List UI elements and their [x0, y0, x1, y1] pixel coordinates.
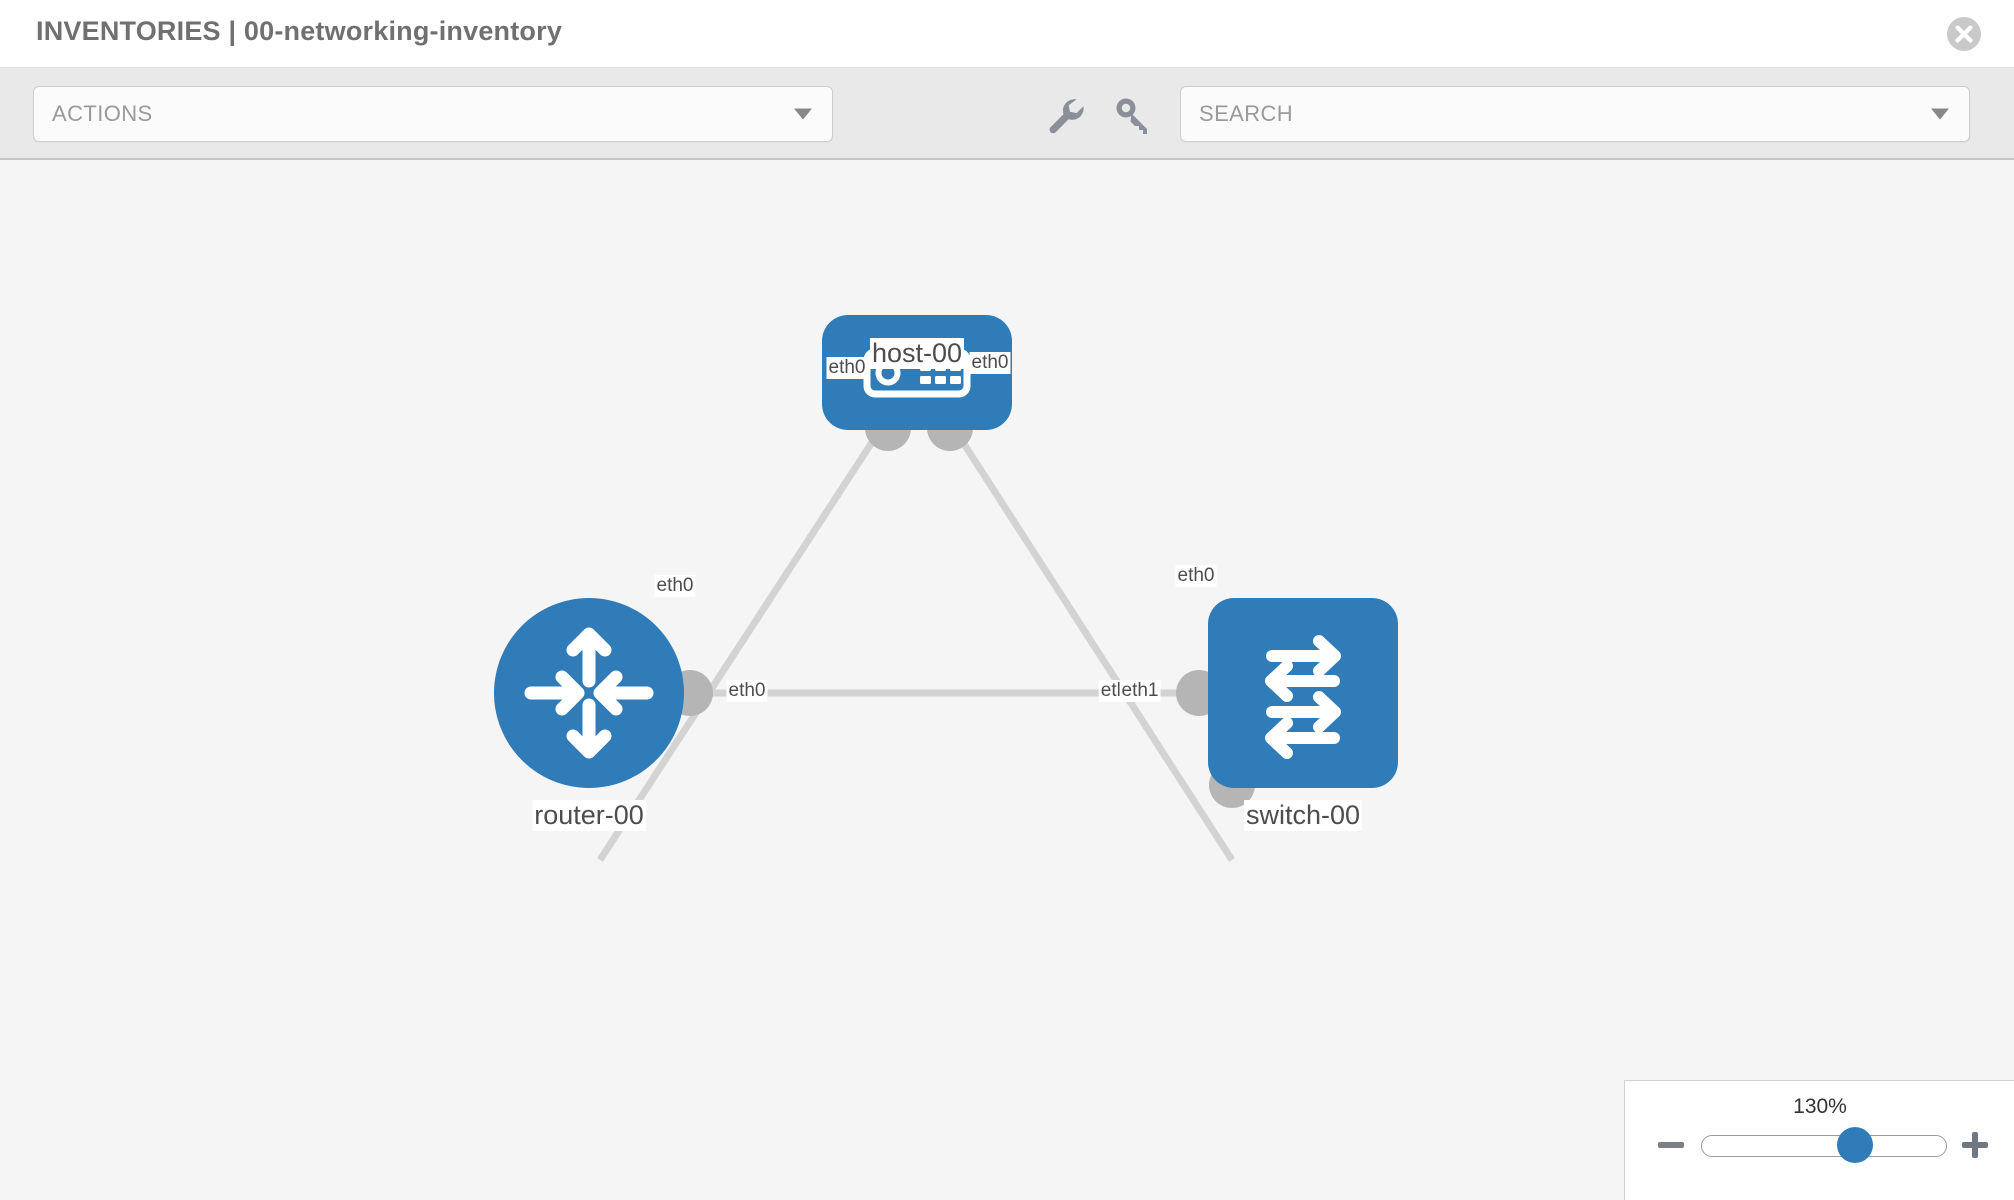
iface-label: eth0 — [969, 352, 1011, 374]
topology-canvas[interactable]: host-00 router-00 switch-00 eth0 eth0 et… — [0, 160, 2014, 1200]
node-switch-00[interactable] — [1208, 598, 1398, 788]
iface-label: eth1 — [1119, 680, 1161, 702]
search-placeholder: SEARCH — [1199, 101, 1294, 126]
zoom-slider-thumb[interactable] — [1837, 1127, 1873, 1163]
node-label-router-00: router-00 — [532, 800, 646, 831]
node-router-00[interactable] — [494, 598, 684, 788]
key-icon[interactable] — [1108, 90, 1156, 138]
router-icon — [524, 627, 654, 759]
search-input[interactable]: SEARCH — [1180, 86, 1970, 142]
zoom-in-button[interactable] — [1957, 1127, 1993, 1163]
toolbar: ACTIONS SEARCH — [0, 68, 2014, 160]
zoom-level-value: 130% — [1793, 1095, 1847, 1118]
iface-label: eth0 — [726, 680, 768, 702]
topology-graph — [494, 315, 1398, 862]
switch-icon — [1265, 635, 1341, 759]
zoom-slider[interactable] — [1701, 1135, 1947, 1157]
iface-label: eth0 — [826, 357, 868, 379]
edge-host-switch — [952, 428, 1235, 862]
topology-edges — [597, 428, 1235, 862]
actions-dropdown-label: ACTIONS — [52, 101, 153, 126]
edge-host-router — [597, 428, 883, 862]
actions-dropdown[interactable]: ACTIONS — [33, 86, 833, 142]
chevron-down-icon — [1931, 108, 1949, 120]
node-label-host-00: host-00 — [869, 338, 965, 369]
iface-label: eth0 — [654, 575, 696, 597]
zoom-out-button[interactable] — [1653, 1127, 1689, 1163]
page-header: INVENTORIES | 00-networking-inventory — [0, 0, 2014, 68]
zoom-control-panel: 130% — [1624, 1080, 2014, 1200]
chevron-down-icon — [794, 108, 812, 120]
wrench-icon[interactable] — [1040, 90, 1088, 138]
topology-ports — [667, 405, 1255, 808]
page-title: INVENTORIES | 00-networking-inventory — [36, 16, 563, 46]
node-label-switch-00: switch-00 — [1243, 800, 1363, 831]
iface-label: eth0 — [1175, 565, 1217, 587]
close-icon[interactable] — [1946, 16, 1982, 52]
